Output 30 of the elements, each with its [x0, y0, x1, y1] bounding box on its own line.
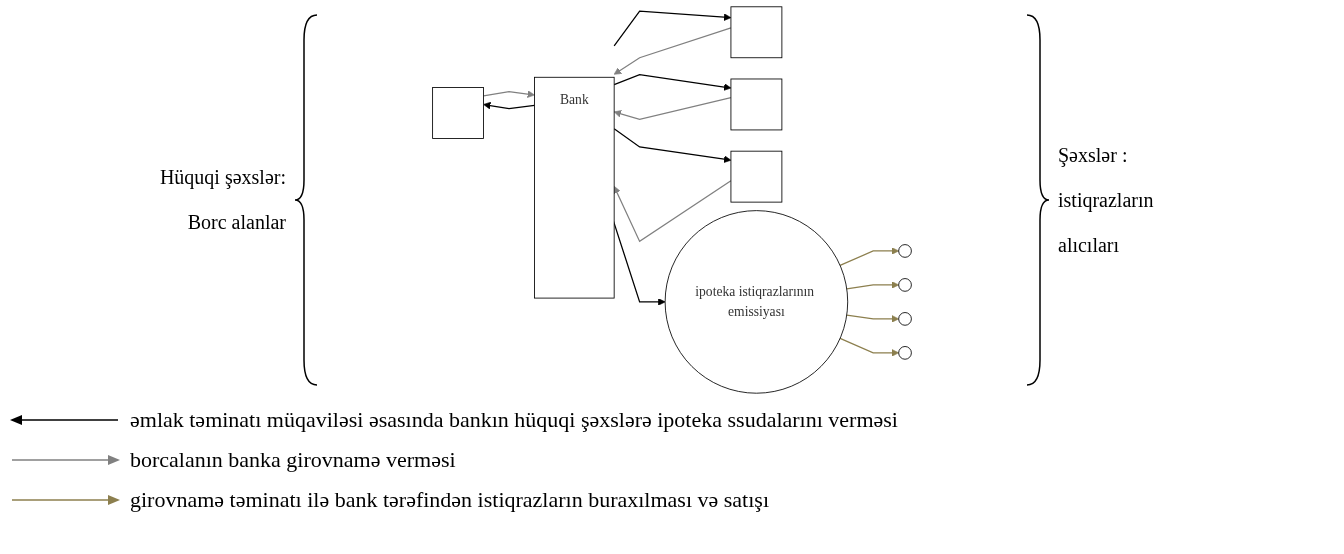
- arrow: [483, 101, 536, 110]
- node-box: [730, 150, 783, 203]
- arrow: [839, 337, 899, 357]
- legend-text: əmlak təminatı müqaviləsi əsasında bankın hüquqi şəxslərə ipoteka ssudalarını verməsi: [130, 407, 898, 433]
- side-label: Hüquqi şəxslər:: [159, 166, 286, 189]
- arrow: [839, 247, 899, 267]
- side-label: Şəxslər :: [1058, 143, 1129, 167]
- side-label: Borc alanlar: [187, 211, 286, 234]
- node-box: Bank: [534, 76, 615, 299]
- arrow: [846, 314, 899, 323]
- arrow: [613, 10, 732, 47]
- node-circle: [898, 278, 912, 292]
- side-label: alıcıları: [1058, 233, 1121, 257]
- node-circle: [898, 244, 912, 258]
- side-label: istiqrazların: [1058, 188, 1155, 212]
- legend-text: borcalanın banka girovnamə verməsi: [130, 447, 456, 473]
- arrow: [613, 27, 732, 75]
- arrow: [846, 281, 899, 290]
- arrow: [482, 90, 535, 98]
- node-box: [432, 87, 484, 139]
- node-circle: [898, 312, 912, 326]
- arrow: [613, 97, 732, 120]
- node-box: [730, 6, 783, 59]
- legend-text: girovnamə təminatı ilə bank tərəfindən istiqrazların buraxılması və satışı: [130, 487, 770, 513]
- arrow: [613, 180, 732, 243]
- node-box: [730, 78, 783, 131]
- arrow: [613, 74, 732, 91]
- node-circle: [898, 346, 912, 360]
- arrow: [613, 128, 732, 163]
- node-circle: ipoteka istiqrazlarının emissiyası: [664, 210, 849, 394]
